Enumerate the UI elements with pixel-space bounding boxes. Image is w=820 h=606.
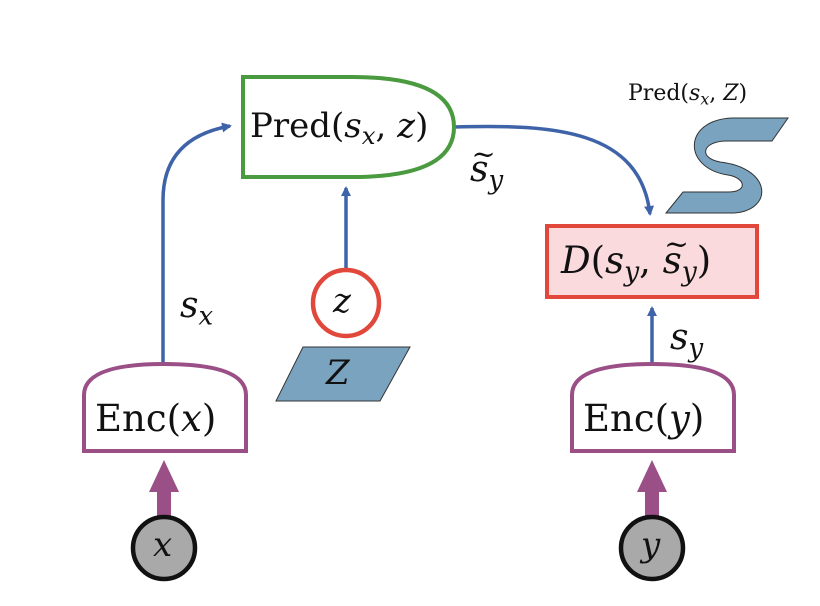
- input-y-label: y: [641, 525, 661, 565]
- energy-name: D: [561, 239, 591, 282]
- encoder-x-label: Enc(x): [95, 397, 217, 440]
- pred-set-shape: [664, 117, 789, 214]
- edge-s-y-tilde-label: sy: [470, 140, 504, 196]
- pred-set-name: Pred: [628, 81, 681, 106]
- z-set-shape: [275, 346, 411, 402]
- edge-encx-to-pred: [161, 122, 232, 362]
- edge-s-y-label: sy: [670, 320, 703, 362]
- energy-arg1-sub: y: [624, 256, 640, 288]
- pred-set-arg1-sub: x: [700, 89, 710, 109]
- latent-z-node: [310, 267, 382, 339]
- encoder-y-label: Enc(y): [583, 397, 705, 440]
- edge-s-y-sub: y: [688, 333, 704, 364]
- encoder-x-name: Enc: [95, 397, 167, 440]
- predictor-name: Pred: [250, 106, 332, 146]
- predictor-box: [241, 75, 457, 179]
- predictor-arg2: z: [397, 106, 416, 146]
- energy-box: [545, 224, 759, 299]
- energy-arg1: s: [605, 239, 625, 282]
- pred-set-arg1: s: [689, 81, 701, 106]
- edge-s-y-tilde-sub: y: [488, 165, 504, 196]
- encoder-y-box: [570, 361, 736, 453]
- input-y-node: [618, 514, 686, 582]
- edge-x-to-encx: [149, 460, 179, 522]
- encoder-x-arg: x: [181, 397, 202, 440]
- predictor-arg1-sub: x: [361, 120, 376, 150]
- edge-pred-to-d: [453, 124, 655, 216]
- input-x-label: x: [153, 525, 173, 565]
- pred-set-arg2: Z: [723, 81, 739, 106]
- predictor-label: Pred(sx, z): [250, 106, 429, 150]
- pred-set-label: Pred(sx, Z): [628, 81, 748, 109]
- edge-s-x-main: s: [180, 285, 199, 326]
- encoder-y-arg: y: [669, 397, 690, 440]
- energy-arg2-sub: y: [681, 256, 697, 288]
- energy-arg2: s: [663, 230, 689, 279]
- encoder-x-box: [82, 361, 248, 453]
- edge-s-x-label: sx: [180, 288, 213, 330]
- latent-z-label: z: [333, 281, 351, 321]
- edge-y-to-ency: [637, 460, 667, 522]
- input-x-node: [130, 514, 198, 582]
- predictor-arg1: s: [344, 106, 362, 146]
- edge-s-x-sub: x: [198, 301, 214, 332]
- encoder-y-name: Enc: [583, 397, 655, 440]
- z-set-label: Z: [326, 353, 350, 393]
- edge-s-y-tilde-main: s: [470, 140, 496, 188]
- energy-label: D(sy, sy): [561, 230, 711, 288]
- edge-s-y-main: s: [670, 317, 689, 358]
